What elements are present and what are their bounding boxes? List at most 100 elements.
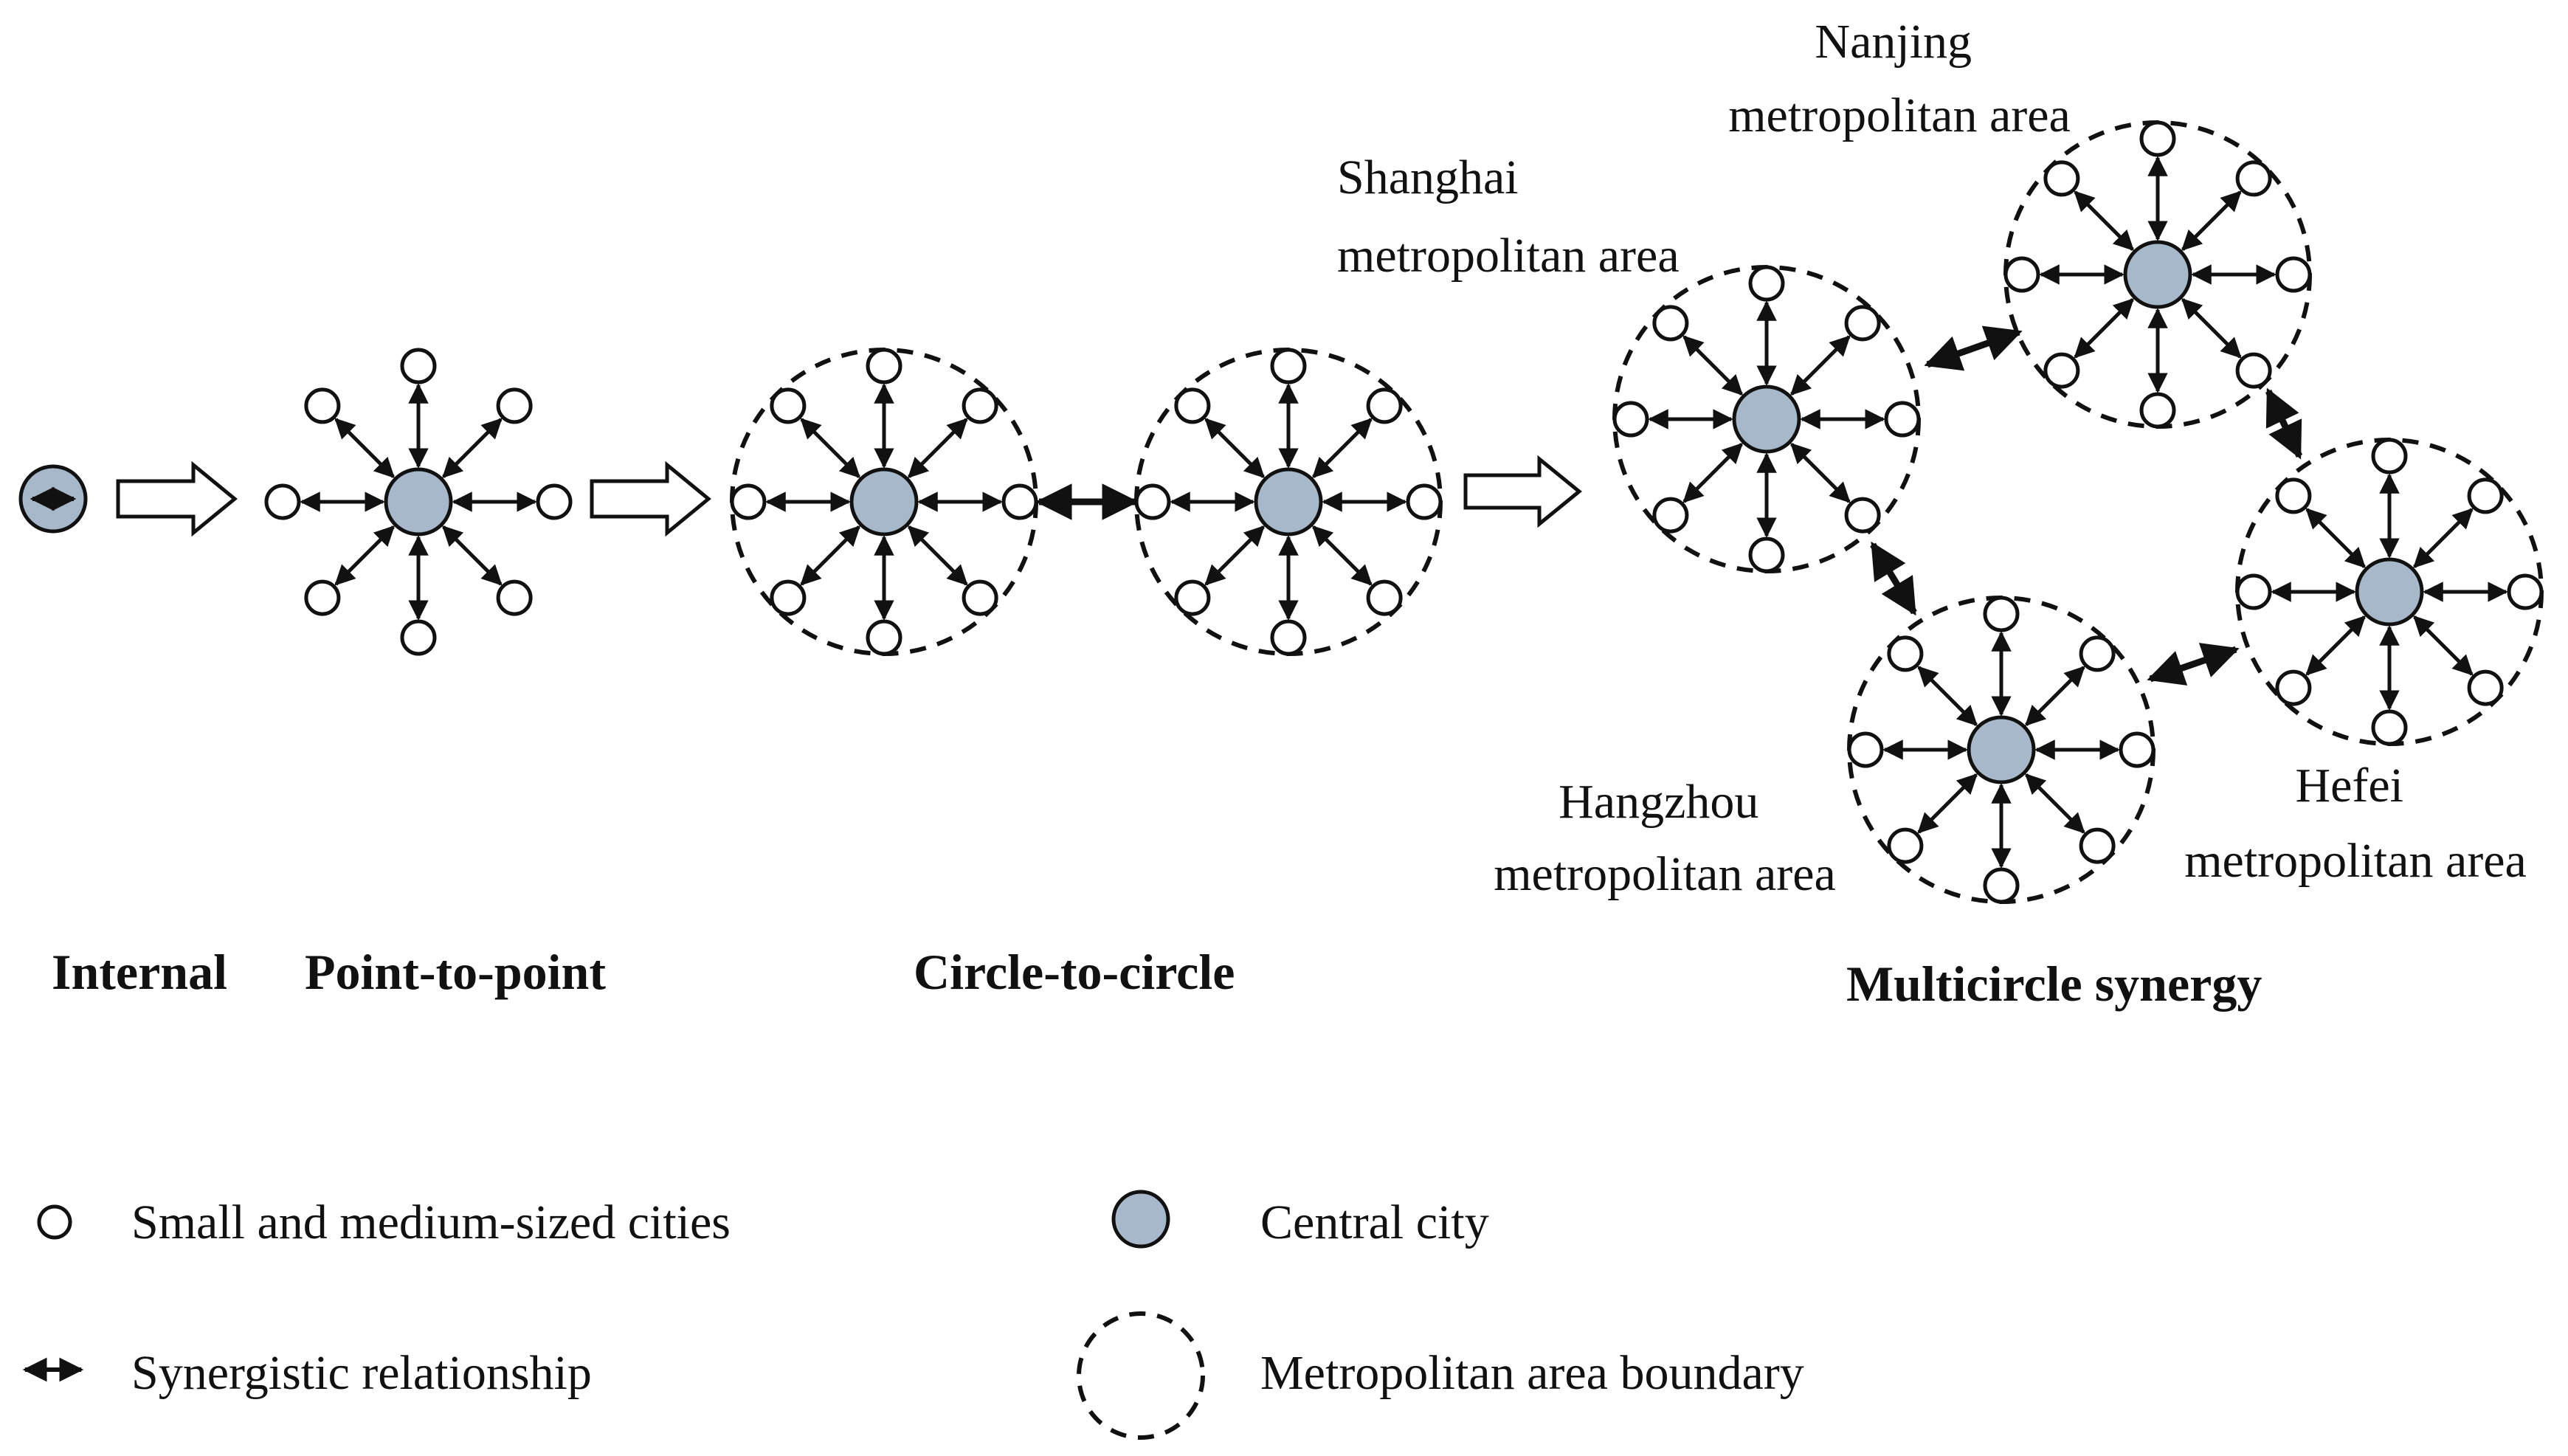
small-city-legend-icon bbox=[37, 1204, 72, 1240]
stage-label-point-to-point: Point-to-point bbox=[305, 944, 606, 1000]
synergy-arrow bbox=[800, 418, 861, 479]
clusters-layer bbox=[264, 120, 2544, 904]
small-city-icon bbox=[1887, 827, 1924, 864]
small-city-icon bbox=[866, 348, 902, 384]
legend-small-cities: Small and medium-sized cities bbox=[131, 1195, 731, 1249]
small-city-icon bbox=[2371, 709, 2408, 746]
synergy-arrow bbox=[2181, 190, 2242, 252]
legend-boundary: Metropolitan area boundary bbox=[1260, 1346, 1804, 1400]
small-city-icon bbox=[1174, 387, 1211, 424]
central-city-icon bbox=[849, 467, 919, 536]
central-city-legend-icon bbox=[1111, 1190, 1170, 1249]
small-city-icon bbox=[2275, 669, 2312, 706]
synergy-arrow bbox=[1311, 418, 1373, 479]
transition-arrow-icon bbox=[116, 460, 238, 537]
small-city-icon bbox=[1844, 305, 1881, 342]
synergy-arrow bbox=[1204, 525, 1266, 586]
synergy-arrow bbox=[2305, 508, 2367, 569]
nanjing-area-label: Nanjing metropolitan area bbox=[1728, 15, 2071, 142]
central-city-icon bbox=[1732, 384, 1801, 454]
small-city-icon bbox=[1983, 596, 2020, 632]
small-city-icon bbox=[2043, 160, 2080, 197]
stage-label-internal: Internal bbox=[52, 944, 227, 1000]
small-city-icon bbox=[2467, 477, 2504, 514]
small-city-icon bbox=[1652, 497, 1689, 534]
small-city-icon bbox=[1366, 387, 1403, 424]
synergy-arrow bbox=[441, 418, 503, 479]
synergy-arrow bbox=[2181, 297, 2242, 359]
legend: Small and medium-sized cities Central ci… bbox=[22, 1190, 1804, 1440]
circle-cluster-right bbox=[1134, 348, 1443, 656]
central-city-icon bbox=[1967, 715, 2036, 784]
point-to-point-cluster bbox=[264, 348, 573, 656]
small-city-icon bbox=[1652, 305, 1689, 342]
shanghai-cluster bbox=[1612, 265, 1921, 573]
small-city-icon bbox=[1844, 497, 1881, 534]
central-city-icon bbox=[2355, 557, 2424, 627]
hangzhou-area-label: Hangzhou metropolitan area bbox=[1494, 775, 1836, 901]
small-city-icon bbox=[1270, 619, 1307, 656]
small-city-icon bbox=[1748, 265, 1785, 302]
small-city-icon bbox=[1366, 579, 1403, 616]
small-city-icon bbox=[496, 579, 533, 616]
transition-arrow-icon bbox=[590, 460, 711, 537]
links-layer bbox=[1035, 325, 2303, 686]
synergy-arrow bbox=[1682, 335, 1744, 396]
nanjing-cluster bbox=[2003, 120, 2312, 429]
synergy-arrow bbox=[1789, 335, 1851, 396]
small-city-icon bbox=[1887, 635, 1924, 672]
small-city-icon bbox=[2371, 438, 2408, 475]
hangzhou-hefei-link bbox=[2147, 643, 2240, 686]
hefei-cluster bbox=[2235, 438, 2544, 746]
synergy-arrow bbox=[2074, 190, 2135, 252]
small-city-icon bbox=[1134, 483, 1171, 520]
synergy-arrow bbox=[1789, 442, 1851, 503]
shanghai-hangzhou-link bbox=[1870, 541, 1917, 616]
small-city-icon bbox=[1884, 401, 1921, 438]
small-city-icon bbox=[2235, 352, 2272, 389]
small-city-icon bbox=[2079, 635, 2116, 672]
small-city-icon bbox=[304, 579, 341, 616]
central-city-icon bbox=[2123, 240, 2192, 309]
synergy-arrow bbox=[800, 525, 861, 586]
synergy-arrow bbox=[2412, 508, 2474, 569]
small-city-icon bbox=[1847, 731, 1884, 768]
boundary-legend-icon bbox=[1077, 1311, 1205, 1440]
synergy-arrow bbox=[907, 418, 968, 479]
central-city-icon bbox=[1254, 467, 1323, 536]
synergy-arrow bbox=[2024, 666, 2085, 727]
small-city-icon bbox=[2235, 160, 2272, 197]
synergy-arrow bbox=[334, 418, 396, 479]
synergy-arrow bbox=[2305, 615, 2367, 676]
synergy-arrow bbox=[1204, 418, 1266, 479]
transition-arrow-icon bbox=[1463, 455, 1582, 528]
synergy-arrow bbox=[441, 525, 503, 586]
small-city-icon bbox=[400, 619, 437, 656]
small-city-icon bbox=[2139, 120, 2176, 157]
shanghai-nanjing-link bbox=[1924, 325, 2023, 371]
small-city-icon bbox=[2275, 477, 2312, 514]
small-city-icon bbox=[2507, 573, 2544, 610]
synergy-arrow bbox=[334, 525, 396, 586]
small-city-icon bbox=[1001, 483, 1038, 520]
hefei-area-label: Hefei metropolitan area bbox=[2184, 759, 2527, 888]
nanjing-hefei-link bbox=[2265, 387, 2303, 460]
stage-label-multicircle: Multicircle synergy bbox=[1846, 956, 2262, 1012]
small-city-icon bbox=[1270, 348, 1307, 384]
small-city-icon bbox=[400, 348, 437, 384]
small-city-icon bbox=[2235, 573, 2272, 610]
small-city-icon bbox=[1748, 536, 1785, 573]
small-city-icon bbox=[2003, 256, 2040, 293]
small-city-icon bbox=[1174, 579, 1211, 616]
synergy-arrow bbox=[2412, 615, 2474, 676]
stage-label-circle-to-circle: Circle-to-circle bbox=[914, 944, 1235, 1000]
synergy-arrow bbox=[2024, 773, 2085, 834]
synergy-arrow bbox=[907, 525, 968, 586]
small-city-icon bbox=[536, 483, 573, 520]
small-city-icon bbox=[770, 387, 807, 424]
synergy-arrow bbox=[2074, 297, 2135, 359]
small-city-icon bbox=[2079, 827, 2116, 864]
small-city-icon bbox=[866, 619, 902, 656]
legend-synergy: Synergistic relationship bbox=[131, 1346, 592, 1400]
